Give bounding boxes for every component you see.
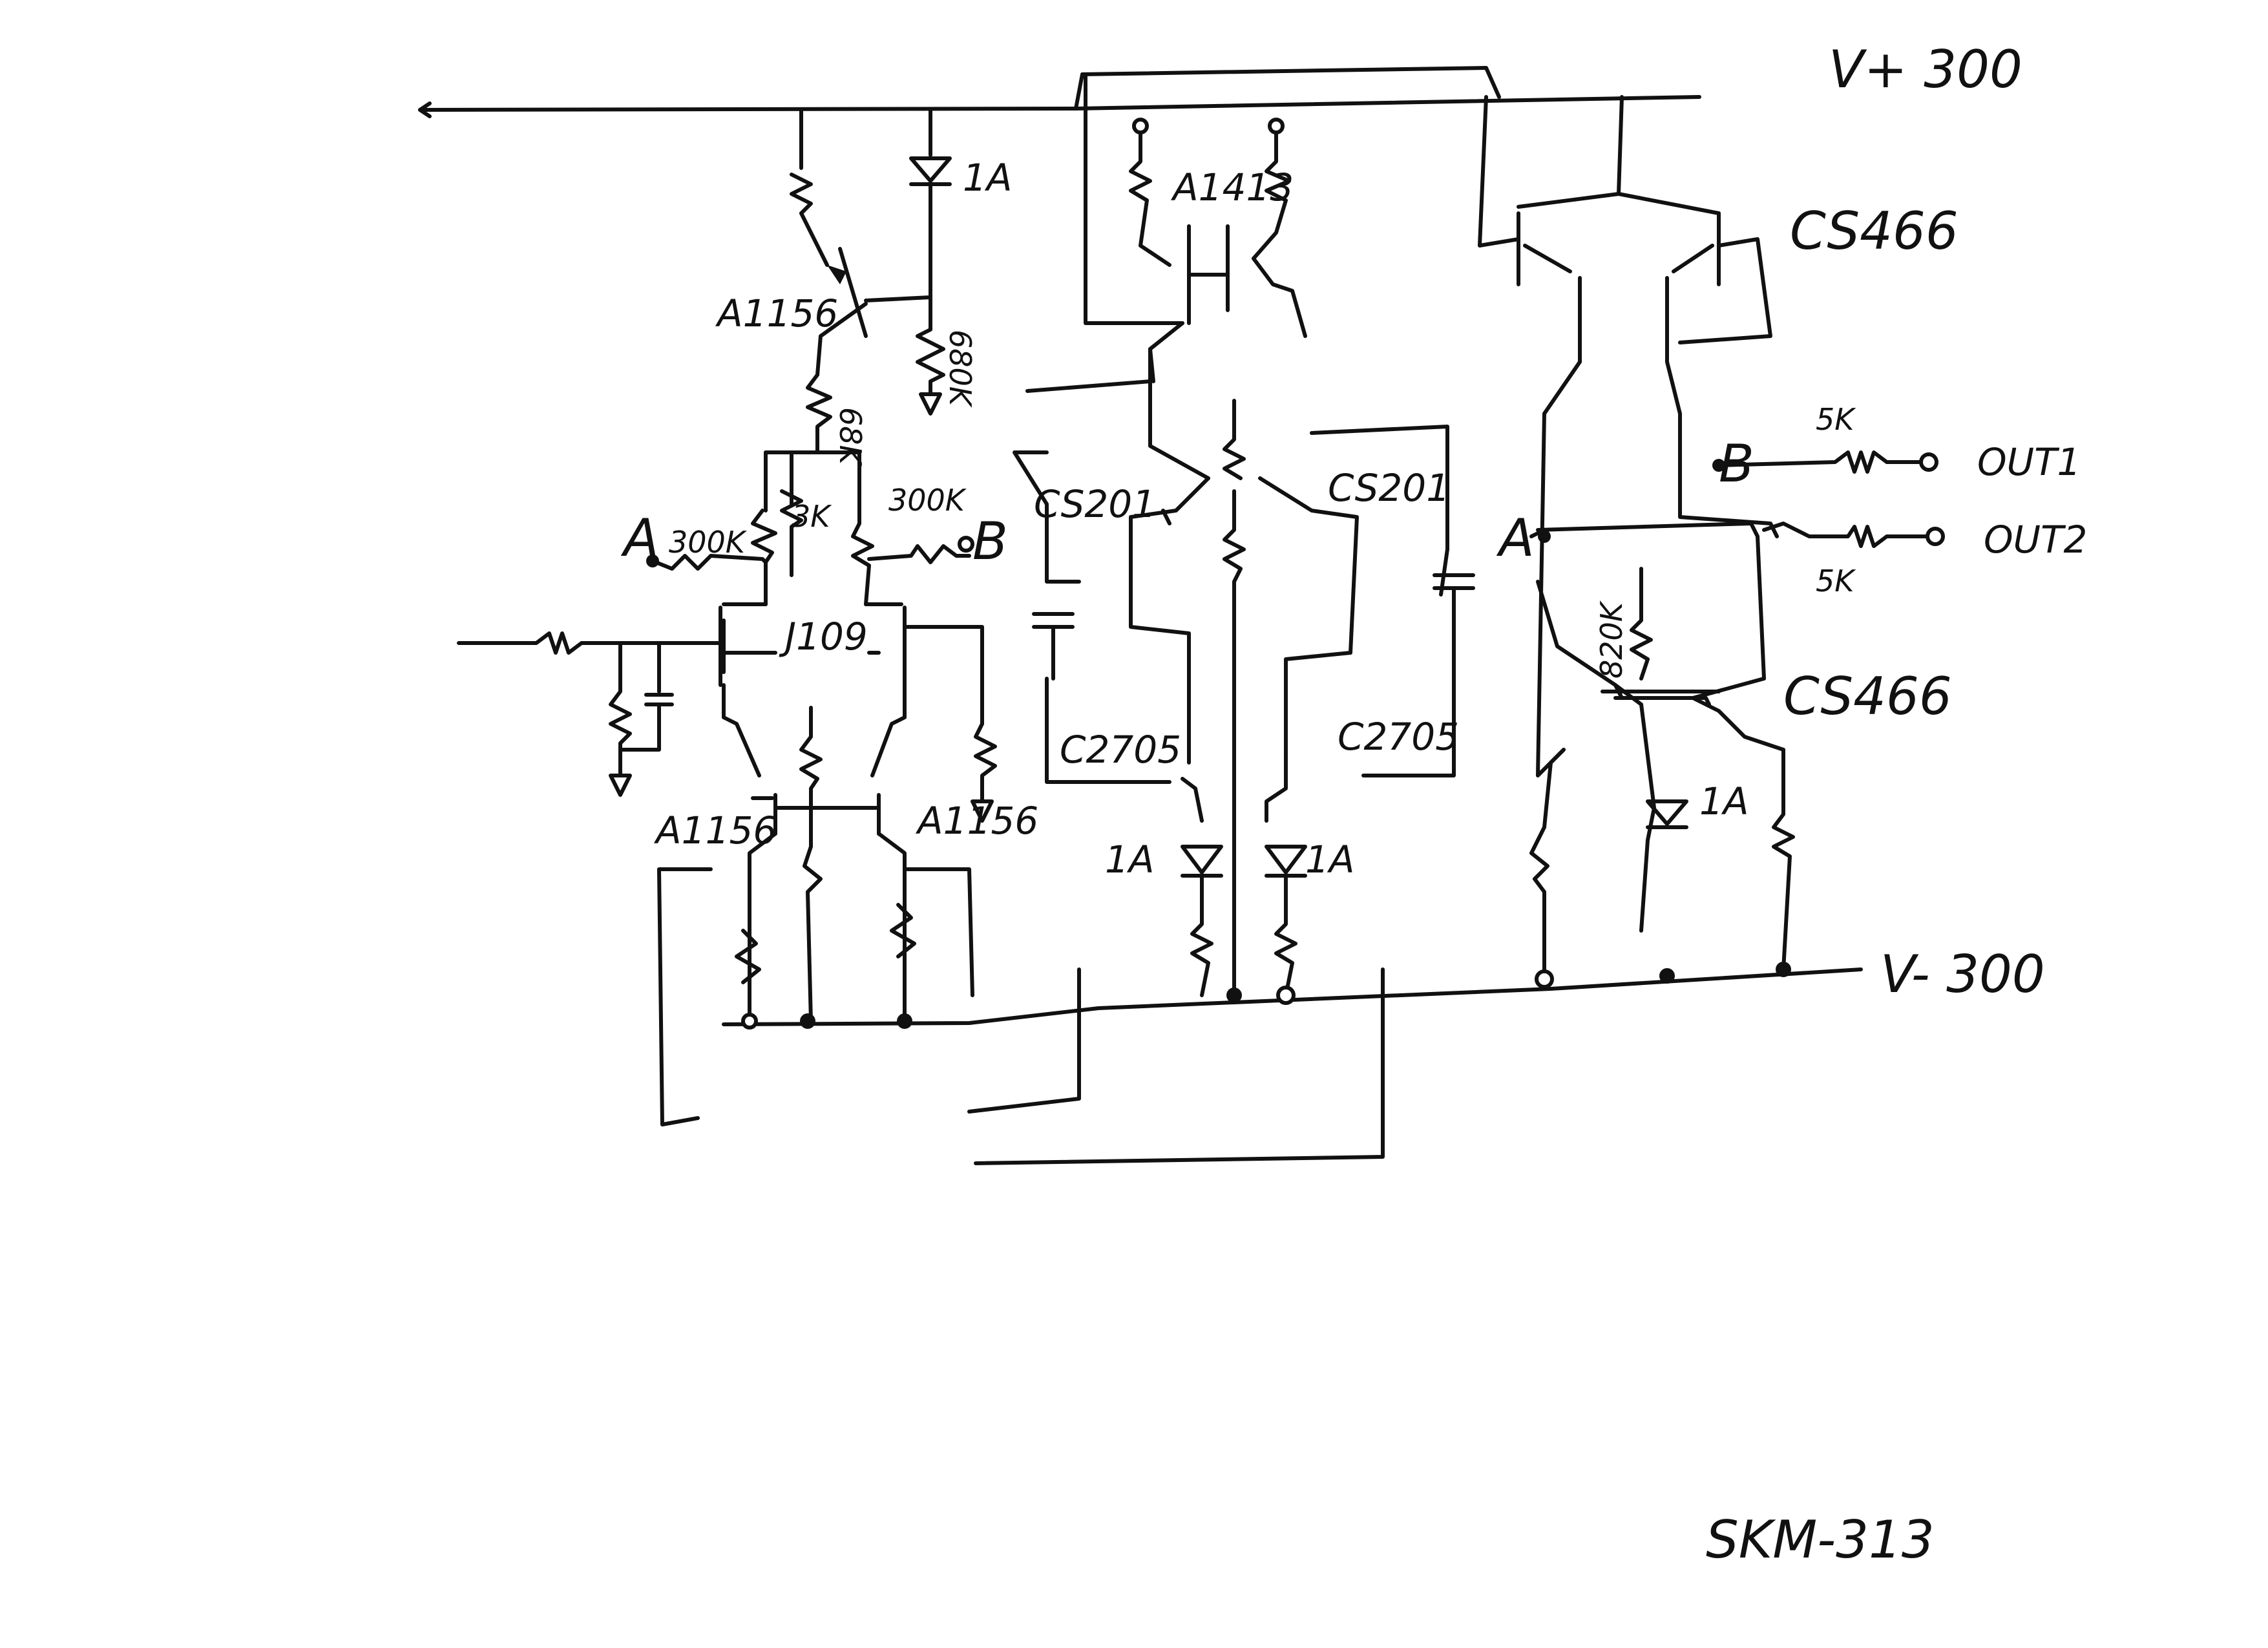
label-r5k-top: 5K	[1816, 402, 1856, 437]
label-j109: J109	[779, 615, 868, 659]
node-b-right: B	[1719, 434, 1754, 494]
label-c2705-right: C2705	[1338, 715, 1459, 759]
label-a1156-left: A1156	[653, 808, 777, 852]
label-r300k-right: 300K	[888, 483, 967, 518]
a1156-top-transistor	[790, 108, 932, 377]
negative-rail-label: V- 300	[1880, 944, 2045, 1004]
label-a1156-top: A1156	[715, 291, 838, 335]
r680k-resistor	[916, 295, 945, 416]
label-cs201-left: CS201	[1034, 482, 1156, 526]
r68k-resistor	[806, 373, 832, 454]
label-zener-1a-mid: 1A	[1305, 838, 1355, 882]
model-label: SKM-313	[1706, 1510, 1935, 1570]
label-cs466-bottom: CS466	[1783, 666, 1952, 726]
cs466-output-stage	[1478, 95, 1945, 989]
node-b-left: B	[972, 511, 1008, 571]
input-stage	[457, 450, 997, 823]
label-r5k-bottom: 5K	[1816, 564, 1856, 598]
positive-rail-label: V+ 300	[1829, 39, 2022, 100]
a1156-bottom-pair	[657, 683, 974, 1126]
label-r300k-left: 300K	[669, 525, 748, 560]
label-r820k: 820K	[1594, 600, 1629, 679]
label-a1413: A1413	[1170, 165, 1294, 209]
positive-rail	[418, 95, 1701, 118]
label-cs466-top: CS466	[1790, 201, 1958, 261]
output-2-label: OUT2	[1984, 518, 2087, 562]
cs201-pair	[967, 399, 1475, 1165]
label-c2705-left: C2705	[1060, 728, 1181, 772]
label-cs201-right: CS201	[1328, 466, 1450, 510]
label-zener-1a-left: 1A	[1105, 838, 1155, 882]
negative-rail	[722, 967, 1863, 1026]
label-r68k: 68K	[833, 407, 868, 467]
node-a-right: A	[1496, 508, 1535, 568]
label-r680k: 680K	[943, 330, 978, 408]
label-zener-1a-right: 1A	[1699, 779, 1749, 823]
output-1-label: OUT1	[1977, 440, 2081, 484]
node-a-left: A	[620, 508, 659, 568]
label-r3k: 3K	[792, 499, 832, 534]
a1413-mirror	[1025, 66, 1501, 480]
label-a1156-right: A1156	[915, 799, 1038, 843]
label-zener-1a-top: 1A	[963, 156, 1013, 200]
zener-top	[909, 108, 952, 299]
